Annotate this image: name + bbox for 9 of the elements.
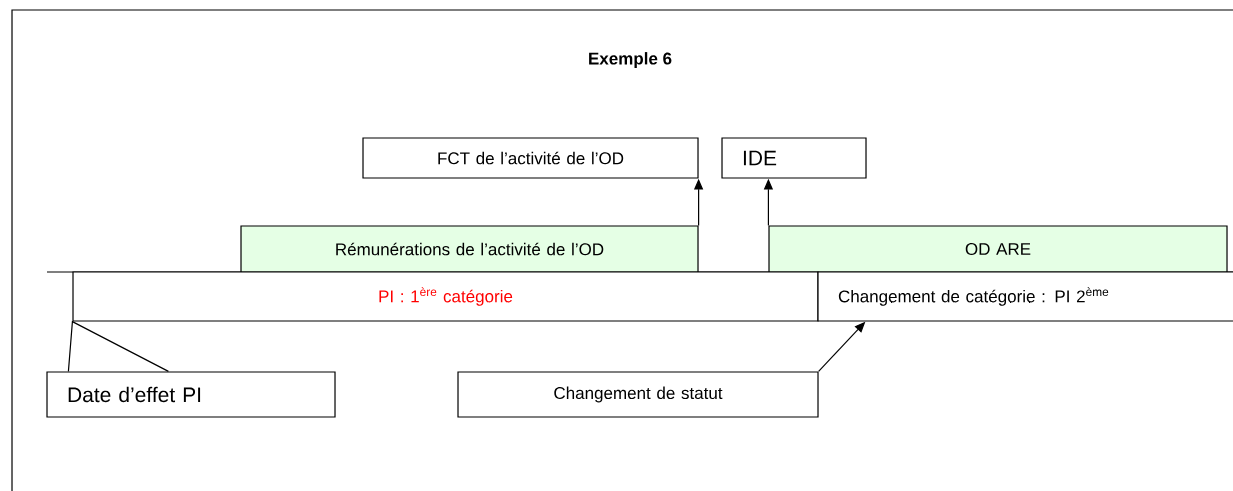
period-bar: PI : 1$^{ère}$ catégorie: [72, 271, 819, 322]
period-bar: OD ARE: [768, 225, 1228, 273]
label-box: IDE: [721, 137, 867, 179]
label-box: FCT de l’activité de l’OD: [362, 137, 699, 179]
title: Exemple 6: [589, 52, 672, 68]
callout-box: Date d’effet PI: [46, 371, 336, 418]
period-bar: Rémunérations de l’activité de l’OD: [240, 225, 699, 273]
label-box: Changement de statut: [457, 371, 819, 418]
period-bar: Changement de catégorie : PI 2$^{ème}$: [817, 271, 1233, 322]
